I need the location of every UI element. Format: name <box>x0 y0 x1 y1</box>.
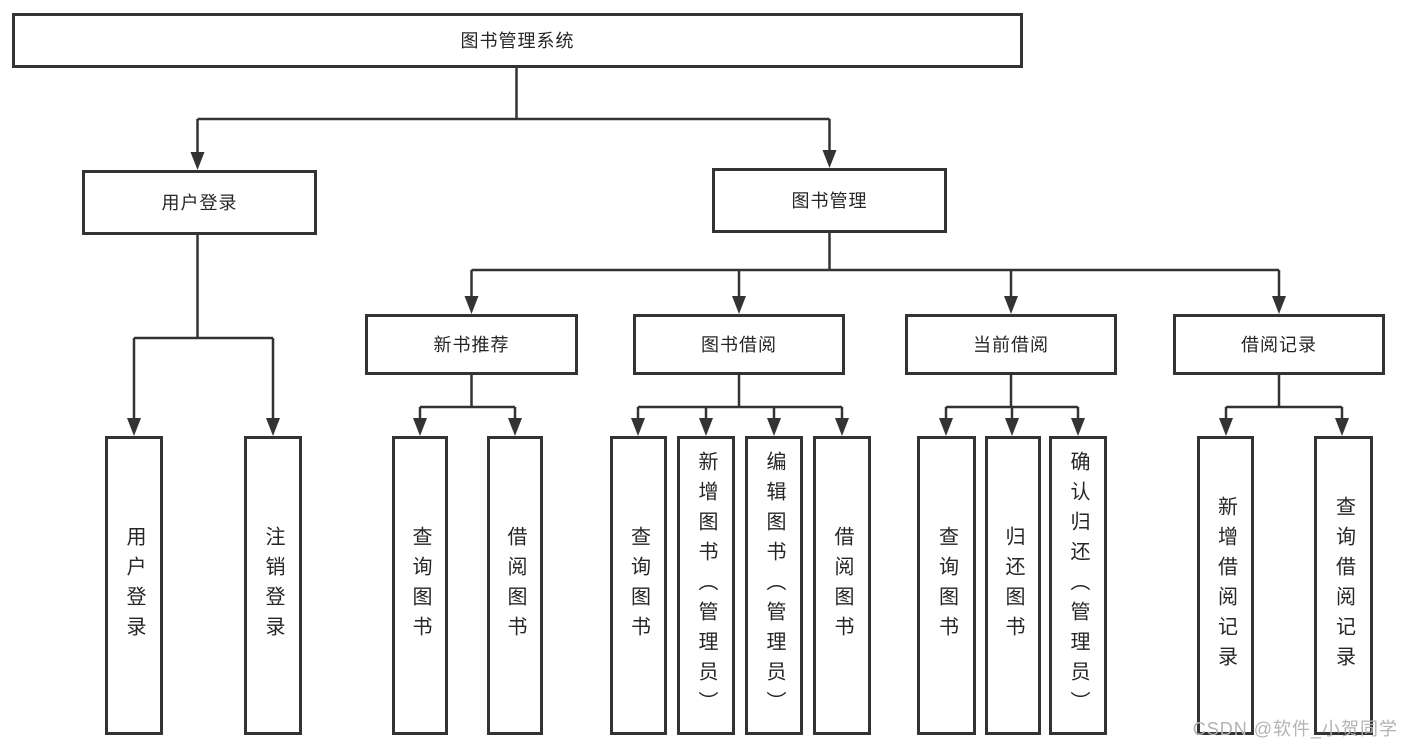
node-current-borrow-label: 当前借阅 <box>973 334 1049 355</box>
leaf-query-books-3: 查询图书 <box>917 436 976 735</box>
leaf-user-login: 用户登录 <box>105 436 163 735</box>
node-current-borrow: 当前借阅 <box>905 314 1117 375</box>
leaf-add-borrow-record-label: 新增借阅记录 <box>1214 495 1237 676</box>
leaf-add-books-admin: 新增图书（管理员） <box>677 436 735 735</box>
leaf-borrow-books-1-label: 借阅图书 <box>504 525 526 646</box>
leaf-query-books-2: 查询图书 <box>610 436 667 735</box>
leaf-borrow-books-2: 借阅图书 <box>813 436 871 735</box>
leaf-query-borrow-record-label: 查询借阅记录 <box>1332 495 1355 676</box>
node-new-book-recommend-label: 新书推荐 <box>433 334 510 355</box>
node-borrow-records-label: 借阅记录 <box>1241 334 1317 355</box>
leaf-query-books-2-label: 查询图书 <box>627 525 650 646</box>
leaf-logout: 注销登录 <box>244 436 302 735</box>
csdn-watermark: CSDN @软件_小贺同学 <box>1192 719 1398 739</box>
leaf-query-books-1: 查询图书 <box>392 436 448 735</box>
node-new-book-recommend: 新书推荐 <box>365 314 578 375</box>
leaf-borrow-books-2-label: 借阅图书 <box>831 525 853 646</box>
node-borrow-records: 借阅记录 <box>1173 314 1385 375</box>
node-book-borrow: 图书借阅 <box>633 314 845 375</box>
leaf-return-books: 归还图书 <box>985 436 1041 735</box>
leaf-add-books-admin-label: 新增图书（管理员） <box>695 450 717 721</box>
node-user-login-label: 用户登录 <box>161 192 238 213</box>
leaf-edit-books-admin: 编辑图书（管理员） <box>745 436 803 735</box>
leaf-confirm-return-admin: 确认归还（管理员） <box>1049 436 1107 735</box>
leaf-return-books-label: 归还图书 <box>1002 525 1024 646</box>
leaf-query-books-3-label: 查询图书 <box>935 525 958 646</box>
leaf-query-borrow-record: 查询借阅记录 <box>1314 436 1373 735</box>
leaf-query-books-1-label: 查询图书 <box>409 525 431 646</box>
leaf-user-login-label: 用户登录 <box>123 525 145 646</box>
node-root: 图书管理系统 <box>12 13 1023 68</box>
leaf-confirm-return-admin-label: 确认归还（管理员） <box>1067 450 1089 721</box>
leaf-logout-label: 注销登录 <box>262 525 284 646</box>
node-root-label: 图书管理系统 <box>460 30 575 51</box>
leaf-add-borrow-record: 新增借阅记录 <box>1197 436 1254 735</box>
node-user-login: 用户登录 <box>82 170 317 235</box>
arrowheads <box>127 150 1349 436</box>
leaf-borrow-books-1: 借阅图书 <box>487 436 543 735</box>
node-book-mgmt: 图书管理 <box>712 168 947 233</box>
node-book-mgmt-label: 图书管理 <box>791 190 868 211</box>
leaf-edit-books-admin-label: 编辑图书（管理员） <box>763 450 785 721</box>
node-book-borrow-label: 图书借阅 <box>701 334 777 355</box>
